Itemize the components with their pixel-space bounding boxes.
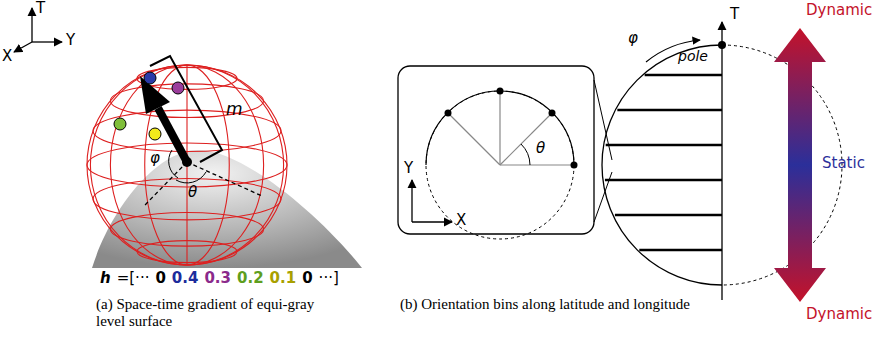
origin-dot xyxy=(182,157,192,167)
wireframe-sphere xyxy=(87,65,287,265)
latitude-bins xyxy=(605,75,722,250)
histogram-value: 0.2 xyxy=(237,270,264,287)
angle-label: θ xyxy=(536,140,545,157)
longitude-arc xyxy=(426,91,574,165)
caption: (a) Space-time gradient of equi-gray lev… xyxy=(96,296,346,331)
histogram-value: 0.1 xyxy=(270,270,297,287)
dynamic-static-arrow xyxy=(774,28,826,302)
angle-label: θ xyxy=(188,184,197,201)
phi-arc xyxy=(169,150,178,178)
hemisphere xyxy=(602,45,722,285)
histogram-symbol: h xyxy=(100,270,111,287)
pole-label: pole xyxy=(678,48,708,64)
histogram-value: 0.4 xyxy=(172,270,199,287)
motion-label: Static xyxy=(822,155,865,172)
longitude-circle xyxy=(426,91,574,239)
axis-label: X xyxy=(2,48,12,65)
pole-dot xyxy=(718,41,726,49)
histogram-value: 0 xyxy=(302,270,312,287)
gradient-vector xyxy=(158,108,187,162)
inset-box xyxy=(398,66,594,234)
theta-arc xyxy=(521,144,530,165)
histogram-value: 0 xyxy=(155,270,165,287)
axis-label: Y xyxy=(404,160,413,177)
theta-arc xyxy=(176,172,206,183)
motion-label: Dynamic xyxy=(806,2,872,19)
angle-label: φ xyxy=(150,150,160,167)
bin-dots xyxy=(445,88,578,169)
magnitude-label: m xyxy=(226,100,243,120)
t-axis xyxy=(721,22,722,300)
histogram-value: 0.3 xyxy=(204,270,231,287)
motion-label: Dynamic xyxy=(806,306,872,323)
angle-label: φ xyxy=(628,30,638,47)
bin-dots xyxy=(114,72,184,140)
axis-label: Y xyxy=(66,32,75,49)
angle-guides xyxy=(145,162,262,205)
axis-label: T xyxy=(36,0,45,17)
axis-label: X xyxy=(456,212,466,229)
magnitude-bracket xyxy=(150,56,222,162)
caption: (b) Orientation bins along latitude and … xyxy=(400,296,730,313)
histogram-bracket: ···] xyxy=(319,270,339,287)
xy-axes xyxy=(412,180,452,222)
histogram-bracket: =[··· xyxy=(117,270,150,287)
axis-label: T xyxy=(730,6,739,23)
bin-rays xyxy=(448,91,574,165)
